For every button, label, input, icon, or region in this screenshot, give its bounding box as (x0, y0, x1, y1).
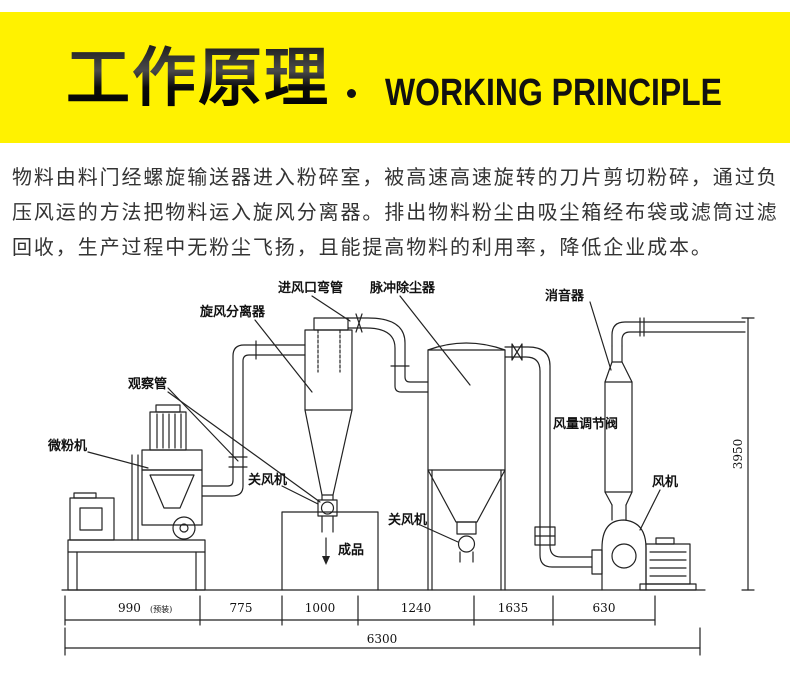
micro-powder-mill (67, 404, 206, 591)
leader-line (589, 301, 612, 371)
label-text: 脉冲除尘器 (369, 280, 436, 296)
fan-motor (639, 537, 697, 591)
leader-line (167, 391, 321, 503)
total-length-value: 6300 (367, 632, 398, 646)
rotary-airlock-collector (456, 521, 477, 563)
title-bullet-dot (347, 89, 356, 98)
process-diagram: 3950 990 (预装) 775 1000 1240 1635 630 630… (47, 280, 755, 656)
dimension-value: 990 (118, 601, 141, 615)
header-band (0, 12, 790, 143)
fan (591, 504, 647, 591)
inlet-elbow-pipe (347, 313, 429, 393)
label-text: 成品 (338, 542, 364, 558)
label-text: 旋风分离器 (199, 304, 266, 320)
label-micro-powder-mill: 微粉机 (47, 438, 149, 469)
label-text: 观察管 (128, 376, 167, 392)
intro-line: 物料由料门经螺旋输送器进入粉碎室，被高速高速旋转的刀片剪切粉碎，通过负 (12, 165, 779, 189)
height-dimension-value: 3950 (731, 439, 745, 470)
label-air-volume-damper: 风量调节阀 (553, 416, 618, 432)
intro-line: 回收，生产过程中无粉尘飞扬，且能提高物料的利用率，降低企业成本。 (12, 235, 713, 259)
collector-to-fan-pipe (504, 343, 593, 568)
silencer (604, 345, 633, 506)
dimension-note: (预装) (150, 604, 172, 614)
label-fan: 风机 (639, 474, 678, 531)
label-silencer: 消音器 (545, 288, 612, 371)
exhaust-pipe (611, 317, 746, 347)
product-arrow (322, 537, 330, 565)
dimension-value: 630 (593, 601, 616, 615)
dimension-value: 1635 (498, 601, 529, 615)
label-text: 风量调节阀 (553, 416, 618, 432)
leader-line (417, 523, 459, 543)
leader-line (87, 451, 149, 469)
cyclone-separator (304, 317, 353, 501)
length-dimension-lines (64, 595, 701, 656)
label-airlock-collector: 关风机 (388, 512, 459, 543)
leader-line (399, 295, 471, 386)
title-chinese: 工作原理 (66, 42, 330, 116)
label-inlet-elbow: 进风口弯管 (278, 280, 351, 322)
height-dimension-line (741, 317, 755, 591)
air-volume-damper (534, 526, 556, 546)
dimension-value: 1240 (401, 601, 432, 615)
rotary-airlock-cyclone (317, 499, 338, 533)
label-text: 微粉机 (47, 438, 87, 454)
leader-line (254, 319, 313, 393)
label-pulse-dust-collector: 脉冲除尘器 (369, 280, 471, 386)
label-sight-tube: 观察管 (128, 376, 321, 503)
leader-line (311, 295, 351, 322)
dimension-value: 775 (230, 601, 253, 615)
intro-line: 压风运的方法把物料运入旋风分离器。排出物料粉尘由吸尘箱经布袋或滤筒过滤 (12, 200, 779, 224)
dimension-value: 1000 (305, 601, 336, 615)
intro-paragraph: 物料由料门经螺旋输送器进入粉碎室，被高速高速旋转的刀片剪切粉碎，通过负 压风运的… (12, 160, 790, 265)
label-airlock-cyclone: 关风机 (248, 472, 319, 505)
label-text: 消音器 (545, 288, 585, 304)
label-text: 关风机 (388, 512, 427, 528)
mill-to-cyclone-pipe (201, 340, 306, 497)
label-text: 风机 (652, 474, 678, 490)
leader-line (281, 485, 319, 505)
product-bin (281, 511, 379, 591)
label-product: 成品 (338, 542, 364, 558)
title-english: WORKING PRINCIPLE (385, 72, 722, 114)
leader-line (639, 489, 661, 531)
label-text: 进风口弯管 (278, 280, 343, 296)
label-cyclone-separator: 旋风分离器 (199, 304, 313, 393)
label-text: 关风机 (248, 472, 287, 488)
